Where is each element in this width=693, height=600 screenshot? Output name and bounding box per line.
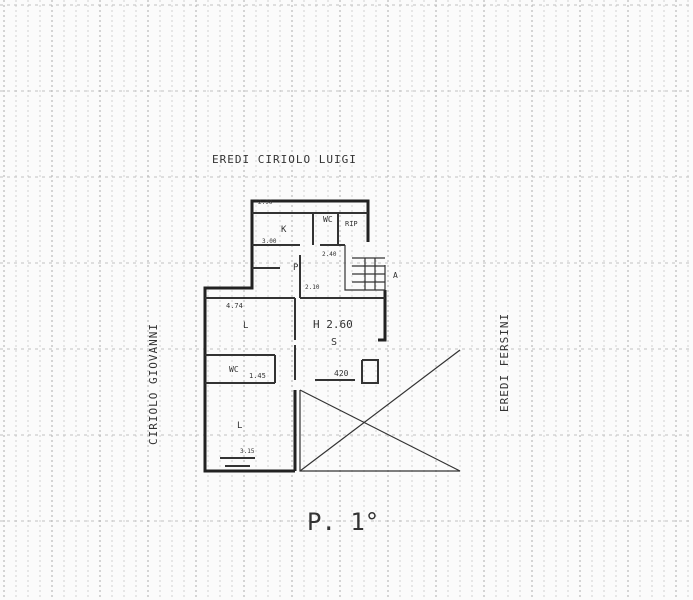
dimension-label: 1.45 [249,372,266,380]
dimension-label: 3.15 [240,448,255,455]
dimension-label: 420 [334,369,349,378]
neighbor-west-label: CIRIOLO GIOVANNI [147,323,160,445]
staircase [344,245,386,291]
door-p-label: P [293,263,299,273]
room-l2-label: L [237,421,242,431]
dimension-label: 2.10 [305,284,320,291]
rip-label: RIP [345,220,358,228]
wc-left-label: WC [229,365,239,374]
kitchen-label: K [281,225,287,235]
dimension-label: 2.90 [258,199,273,206]
hall-s-label: S [331,337,337,348]
terrace-area [299,349,461,472]
floor-label: P. 1° [307,508,379,536]
neighbor-north-label: EREDI CIRIOLO LUIGI [212,153,357,166]
dimension-label: 2.40 [322,251,337,258]
wc-top-label: WC [323,215,333,224]
interior-walls [205,212,385,467]
room-a-label: A [393,271,398,280]
exterior-walls [203,199,387,473]
hall-height-label: H 2.60 [313,318,353,331]
dimension-label: 4.74 [226,302,243,310]
neighbor-east-label: EREDI FERSINI [498,313,511,412]
dimension-label: 3.00 [262,238,277,245]
room-l-label: L [243,321,248,331]
